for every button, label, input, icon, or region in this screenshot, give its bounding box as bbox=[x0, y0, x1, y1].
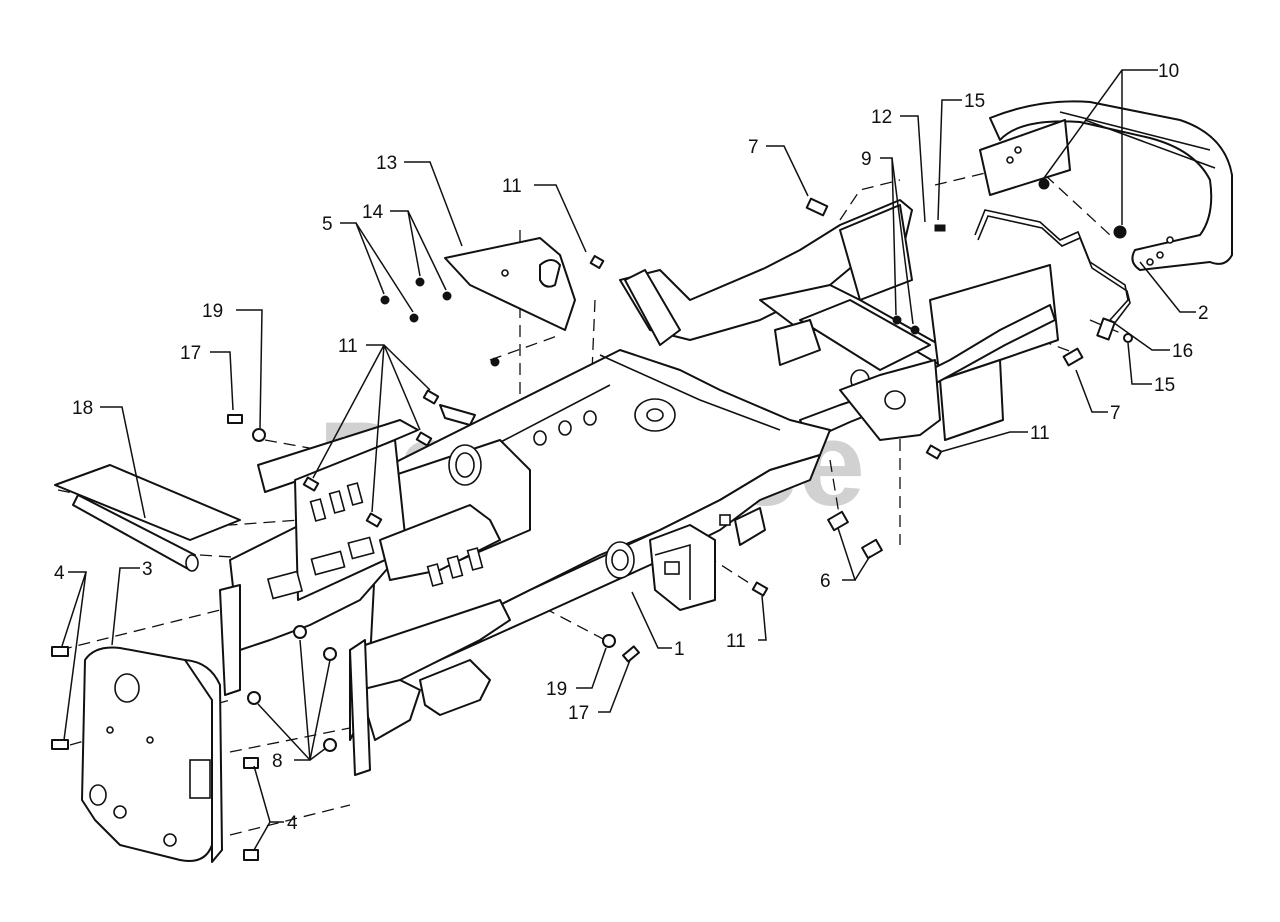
bolt-4-a bbox=[51, 646, 69, 657]
main-frame bbox=[349, 199, 1059, 776]
callout-11: 11 bbox=[338, 336, 358, 357]
callout-14: 14 bbox=[362, 202, 384, 223]
callout-11: 11 bbox=[726, 631, 746, 652]
callout-1: 1 bbox=[674, 639, 685, 660]
callout-15: 15 bbox=[964, 91, 985, 112]
bolt-6-b bbox=[861, 538, 883, 560]
callout-8: 8 bbox=[272, 751, 283, 772]
leader-lines bbox=[61, 69, 1196, 851]
callout-9: 9 bbox=[861, 149, 872, 170]
callout-2: 2 bbox=[1198, 303, 1209, 324]
callout-3: 3 bbox=[142, 559, 153, 580]
callout-11: 11 bbox=[502, 176, 522, 197]
callout-7: 7 bbox=[748, 137, 759, 158]
callout-6: 6 bbox=[820, 571, 831, 592]
callout-17: 17 bbox=[568, 703, 589, 724]
bolt-17-b bbox=[622, 645, 640, 663]
callout-12: 12 bbox=[871, 107, 892, 128]
front-plate bbox=[81, 646, 223, 863]
callout-18: 18 bbox=[72, 398, 93, 419]
bolt-4-d bbox=[243, 849, 259, 861]
callout-5: 5 bbox=[322, 214, 333, 235]
bolt-4-b bbox=[51, 739, 69, 750]
callout-11: 11 bbox=[1030, 423, 1050, 444]
callout-7: 7 bbox=[1110, 403, 1121, 424]
bolt-7-right bbox=[1062, 347, 1084, 367]
bolt-4-c bbox=[243, 757, 259, 769]
bolt-7-top bbox=[805, 197, 829, 217]
callout-15: 15 bbox=[1154, 375, 1175, 396]
callout-4: 4 bbox=[54, 563, 65, 584]
callout-4: 4 bbox=[287, 813, 298, 834]
cover-plate bbox=[444, 237, 576, 331]
fasteners bbox=[51, 178, 1133, 861]
callout-17: 17 bbox=[180, 343, 201, 364]
callout-10: 10 bbox=[1158, 61, 1179, 82]
bolt-17-a bbox=[227, 414, 243, 424]
callout-16: 16 bbox=[1172, 341, 1193, 362]
dash-panel bbox=[219, 419, 501, 696]
callout-13: 13 bbox=[376, 153, 397, 174]
step-plate bbox=[54, 464, 241, 572]
bolt-6-a bbox=[827, 510, 849, 532]
callout-numbers: 10 15 12 13 7 9 14 5 11 2 19 16 17 11 15… bbox=[54, 61, 1209, 834]
rear-bumper bbox=[979, 100, 1233, 271]
hitch-rod bbox=[974, 209, 1131, 341]
callout-19: 19 bbox=[202, 301, 223, 322]
callout-19: 19 bbox=[546, 679, 567, 700]
